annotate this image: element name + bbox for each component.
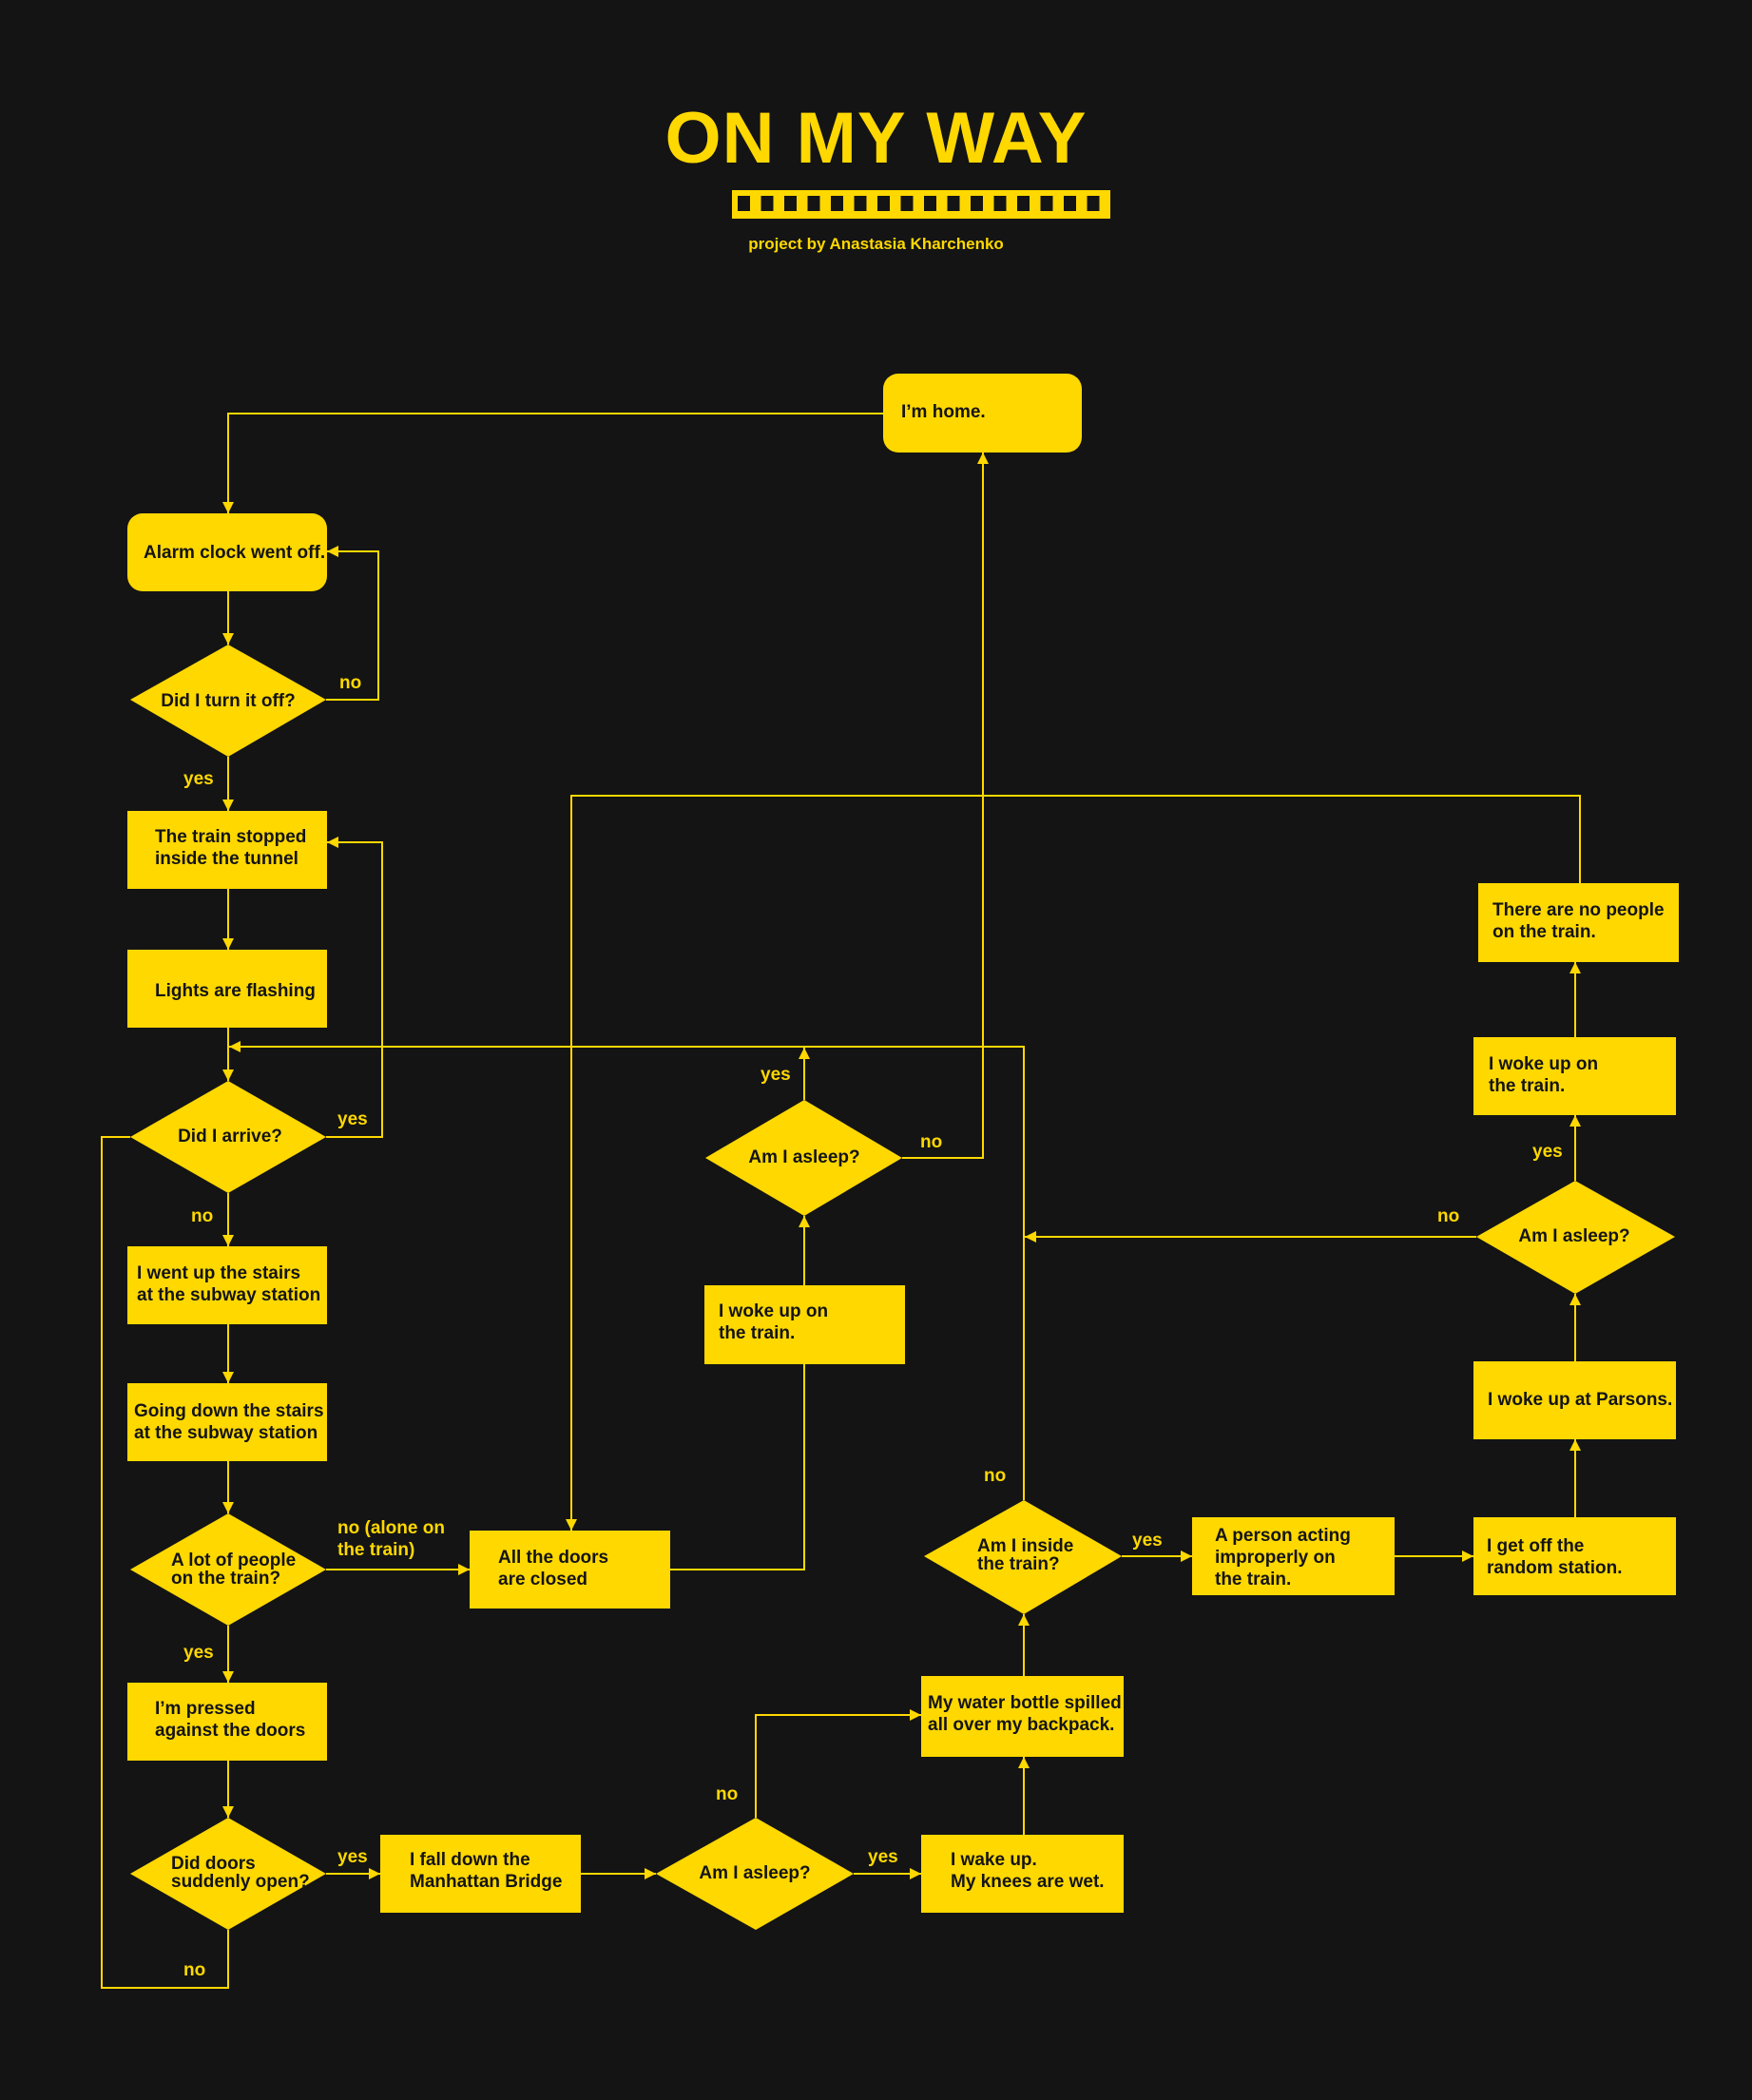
film-hole <box>1017 196 1030 211</box>
label-asleep-3-yes: yes <box>1532 1142 1563 1162</box>
film-hole <box>831 196 843 211</box>
node-alarm-label: Alarm clock went off. <box>144 543 325 563</box>
label-lot-people-yes: yes <box>183 1643 214 1663</box>
label-arrive-yes: yes <box>337 1109 368 1129</box>
film-hole <box>1040 196 1053 211</box>
page-title: ON MY WAY <box>664 98 1088 179</box>
node-asleep-3-label: Am I asleep? <box>1518 1226 1629 1246</box>
node-doors-open <box>130 1818 326 1930</box>
film-strip-decoration <box>732 190 1110 219</box>
node-asleep-2 <box>656 1818 854 1930</box>
node-get-off <box>1473 1517 1676 1595</box>
node-no-people <box>1478 883 1679 962</box>
flow-edges <box>101 413 1581 1989</box>
label-asleep-1-yes: yes <box>760 1065 791 1085</box>
label-inside-train-yes: yes <box>1132 1531 1163 1551</box>
node-lot-people <box>130 1513 326 1626</box>
node-arrive-label: Did I arrive? <box>178 1127 282 1146</box>
node-lights <box>127 950 327 1028</box>
label-asleep-1-no: no <box>920 1132 942 1152</box>
node-lights-label: Lights are flashing <box>155 981 316 1001</box>
node-turn-off <box>130 645 326 757</box>
node-turn-off-label: Did I turn it off? <box>161 691 295 711</box>
film-hole <box>1064 196 1076 211</box>
film-hole <box>1087 196 1100 211</box>
edge-turnoff-no-loop <box>326 546 379 701</box>
node-tunnel <box>127 811 327 889</box>
label-arrive-no: no <box>191 1206 213 1226</box>
node-asleep-1-label: Am I asleep? <box>748 1147 859 1167</box>
label-turn-off-no: no <box>339 673 361 693</box>
flow-nodes <box>127 374 1679 1930</box>
label-inside-train-no: no <box>984 1466 1006 1486</box>
node-person-acting <box>1192 1517 1395 1595</box>
film-hole <box>924 196 936 211</box>
film-hole <box>993 196 1007 211</box>
node-down-stairs <box>127 1383 327 1461</box>
film-hole <box>947 196 960 211</box>
node-pressed <box>127 1683 327 1761</box>
film-hole <box>738 196 750 211</box>
film-hole <box>784 196 797 211</box>
node-wake-up <box>921 1835 1124 1913</box>
node-woke-train-1 <box>704 1285 905 1364</box>
edge-nopeople-to-doorsclosed <box>566 795 1581 1531</box>
node-parsons <box>1473 1361 1676 1439</box>
node-arrive <box>130 1081 326 1193</box>
film-hole <box>760 196 774 211</box>
edge-insidetrain-no-to-arrive <box>229 1041 1025 1500</box>
label-asleep-2-no: no <box>716 1784 738 1804</box>
film-hole <box>807 196 820 211</box>
node-home-label: I’m home. <box>901 402 986 422</box>
label-asleep-3-no: no <box>1437 1206 1459 1226</box>
node-parsons-label: I woke up at Parsons. <box>1488 1390 1672 1410</box>
edge-home-to-alarm <box>222 413 883 513</box>
node-labels: I’m home. Alarm clock went off. Did I tu… <box>134 402 1672 1892</box>
node-water-bottle <box>921 1676 1124 1757</box>
node-home <box>883 374 1082 453</box>
label-turn-off-yes: yes <box>183 769 214 789</box>
node-asleep-3 <box>1476 1181 1675 1294</box>
node-inside-train <box>924 1500 1122 1614</box>
label-doors-open-yes: yes <box>337 1847 368 1867</box>
edge-arrive-yes-loop <box>326 837 383 1138</box>
node-asleep-1 <box>705 1100 902 1216</box>
node-fall-bridge <box>380 1835 581 1913</box>
label-asleep-2-yes: yes <box>868 1847 898 1867</box>
node-alarm <box>127 513 327 591</box>
node-asleep-2-label: Am I asleep? <box>699 1863 810 1883</box>
edge-asleep1-no-to-home <box>902 453 989 1159</box>
node-wake-up-label: I wake up.My knees are wet. <box>951 1850 1105 1892</box>
node-up-stairs <box>127 1246 327 1324</box>
film-hole <box>900 196 914 211</box>
page-subtitle: project by Anastasia Kharchenko <box>748 235 1004 253</box>
node-doors-closed <box>470 1531 670 1609</box>
node-woke-train-2 <box>1473 1037 1676 1115</box>
edge-arrive-no-loop <box>101 1136 229 1989</box>
film-hole <box>854 196 867 211</box>
film-hole <box>877 196 890 211</box>
edge-asleep2-no-to-water <box>755 1709 921 1818</box>
film-hole <box>971 196 983 211</box>
label-doors-open-no: no <box>183 1960 205 1980</box>
